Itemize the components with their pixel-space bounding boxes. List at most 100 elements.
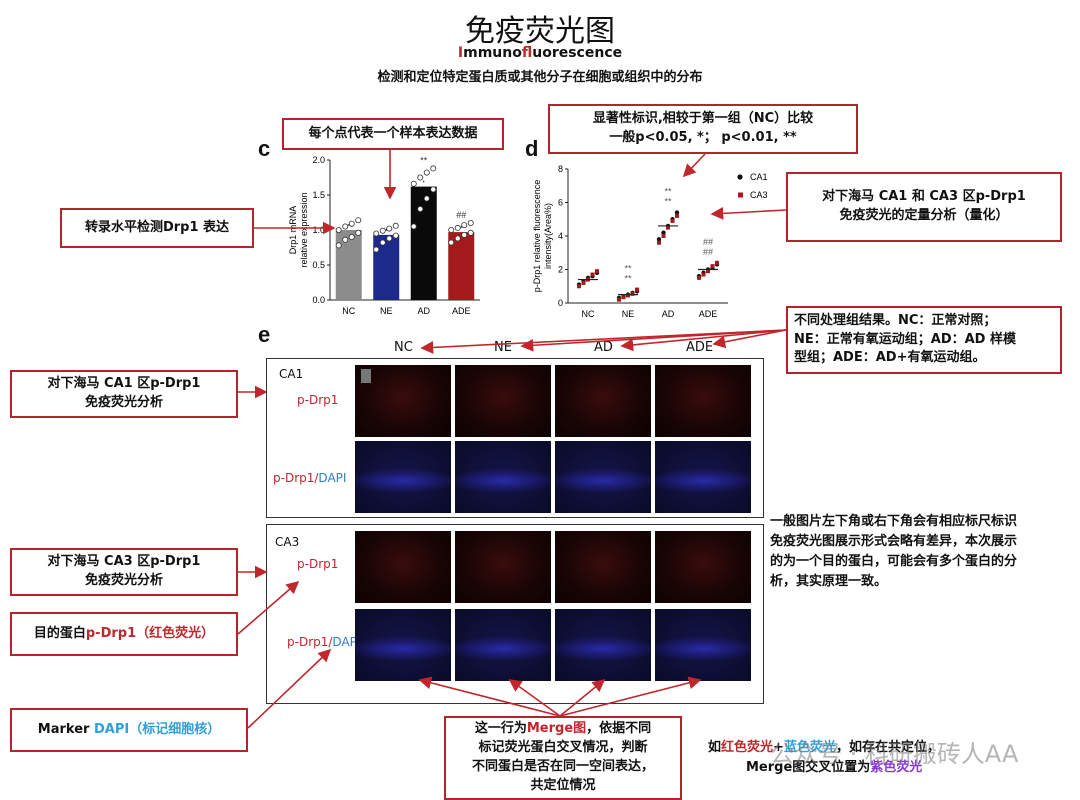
chart-c-point [423,195,430,202]
chart-d-point-ca3 [670,218,675,223]
chart-d-point-ca3 [675,213,679,218]
chart-d-ytick-label: 8 [558,164,563,174]
target-prefix: 目的蛋白 [33,625,86,641]
chart-d-point-ca3 [661,234,666,238]
ca3-merge-red: p-Drp1/ [287,635,333,649]
ca1-ade-pdrp1-image [655,365,751,437]
col-header-ad: AD [594,340,613,355]
chart-d-annotation: ** [624,274,632,284]
chart-c-xtick-label: ADE [452,306,471,316]
chart-c-point [342,223,349,230]
chart-c-annotation: ** [420,155,428,165]
side-note-line3: 的为一个目的蛋白，可能会有多个蛋白的分 [770,554,1018,570]
chart-d-point-ca3 [701,272,706,277]
col-header-ade: ADE [686,340,714,355]
ca3-ad-merge-image [555,609,651,681]
ca1-ne-merge-image [455,441,551,513]
bottom-blue: 蓝色荧光 [783,740,836,755]
chart-d-xtick-label: AD [662,309,675,319]
callout-significance-line1: 显著性标识,相较于第一组（NC）比较 [592,111,814,127]
chart-d-ytick-label: 0 [558,298,563,308]
callout-significance: 显著性标识,相较于第一组（NC）比较 一般p<0.05, *； p<0.01, … [548,104,858,154]
chart-d-annotation: ** [664,197,672,207]
chart-d-point-ca3 [710,264,715,269]
side-note-line1: 一般图片左下角或右下角会有相应标尺标识 [770,514,1018,529]
ca1-ad-merge-image [555,441,651,513]
chart-c-point [454,224,461,231]
chart-c-point [373,246,380,253]
ca1-ad-pdrp1-image [555,365,651,437]
chart-c-point [342,236,349,243]
ca1-merge-red: p-Drp1/ [273,471,319,485]
chart-d-ylabel-line2: intensity(Area%) [543,203,553,269]
chart-c-point [410,223,417,230]
ca3-ade-pdrp1-image [655,531,751,603]
chart-c-point [392,232,399,239]
chart-d-point-ca3 [635,287,639,292]
ca3-image-panel: CA3 p-Drp1 p-Drp1/DAPI [266,524,764,704]
chart-d-point-ca3 [666,225,670,230]
bottom-note: 如红色荧光+蓝色荧光，如存在共定位， Merge图交叉位置为紫色荧光 [708,738,1038,778]
page-title: 免疫荧光图 [465,14,615,49]
chart-c-point [355,229,362,236]
chart-c-ylabel-line2: relative expression [299,192,309,267]
chart-d-legend-marker-ca1 [737,174,743,180]
panel-letter-d: d [525,136,539,161]
chart-d-point-ca1 [656,237,662,242]
chart-d-point-ca1 [661,230,666,235]
chart-d-point-ca1 [674,210,680,215]
ca3-merge-blue: DAPI [332,635,361,649]
chart-c-point [461,222,468,229]
panel-letter-e: e [258,322,271,347]
merge-prefix: 这一行为 [474,721,527,737]
chart-d-point-ca3 [626,293,630,298]
chart-d-xtick-label: NC [582,309,595,319]
ca3-ad-pdrp1-image [555,531,651,603]
chart-c-xtick-label: NC [342,306,355,316]
chart-c-point [417,174,424,181]
chart-d-ytick-label: 4 [558,231,563,241]
chart-d-legend-marker-ca3 [738,192,743,198]
chart-c-ytick-label: 2.0 [312,155,325,165]
callout-ca1-line2: 免疫荧光分析 [84,395,163,410]
chart-d-ytick-label: 6 [558,198,563,208]
chart-d-point-ca3 [590,272,595,277]
chart-d-point-ca3 [577,284,581,289]
marker-blue: DAPI（标记细胞核） [93,721,221,737]
ca1-merge-blue: DAPI [318,471,347,485]
chart-c-point [386,225,393,232]
chart-d-point-ca3 [630,291,635,296]
chart-d-xtick-label: NE [622,309,635,319]
chart-c-point [379,227,386,234]
merge-line4: 共定位情况 [530,777,596,793]
side-note-line4: 析，其实原理一致。 [770,574,888,590]
bottom-line2-prefix: Merge图交叉位置为 [746,760,871,776]
chart-c-point [448,239,455,246]
chart-c-point [430,186,437,193]
chart-c-point [448,227,455,234]
english-part-mmuno: mmuno [463,45,522,61]
chart-c-point [386,235,393,242]
chart-c-xtick-label: NE [380,306,393,316]
ca3-ade-merge-image [655,609,751,681]
chart-c-ytick-label: 1.0 [312,225,325,235]
chart-c-point [348,234,355,241]
chart-c-ytick-label: 0.0 [312,295,325,305]
chart-c-point [410,180,417,187]
ca1-merge-label: p-Drp1/DAPI [273,471,346,485]
english-term: Immunofluorescence [0,45,1080,61]
bottom-rest: ，如存在共定位， [835,740,940,755]
bottom-note-line1: 如红色荧光+蓝色荧光，如存在共定位， [708,738,1038,758]
callout-groups-line2: NE：正常有氧运动组；AD：AD 样模 [794,331,1016,347]
ca3-label: CA3 [275,535,300,549]
chart-d-ylabel-line1: p-Drp1 relative fluorescence [532,180,542,293]
chart-c-point [379,239,386,246]
callout-ca3-line1: 对下海马 CA3 区p-Drp1 [47,554,201,570]
chart-c-point [335,227,342,234]
chart-c-ylabel-line1: Drp1 mRNA [288,206,298,255]
ca1-pdrp1-label: p-Drp1 [297,393,339,407]
watermark: 公众号 · 科研搬砖人AA [770,740,1019,768]
chart-c-ytick-label: 0.5 [312,260,325,270]
merge-line3: 不同蛋白是否在同一空间表达， [471,759,654,774]
chart-c-xtick-label: AD [417,306,430,316]
